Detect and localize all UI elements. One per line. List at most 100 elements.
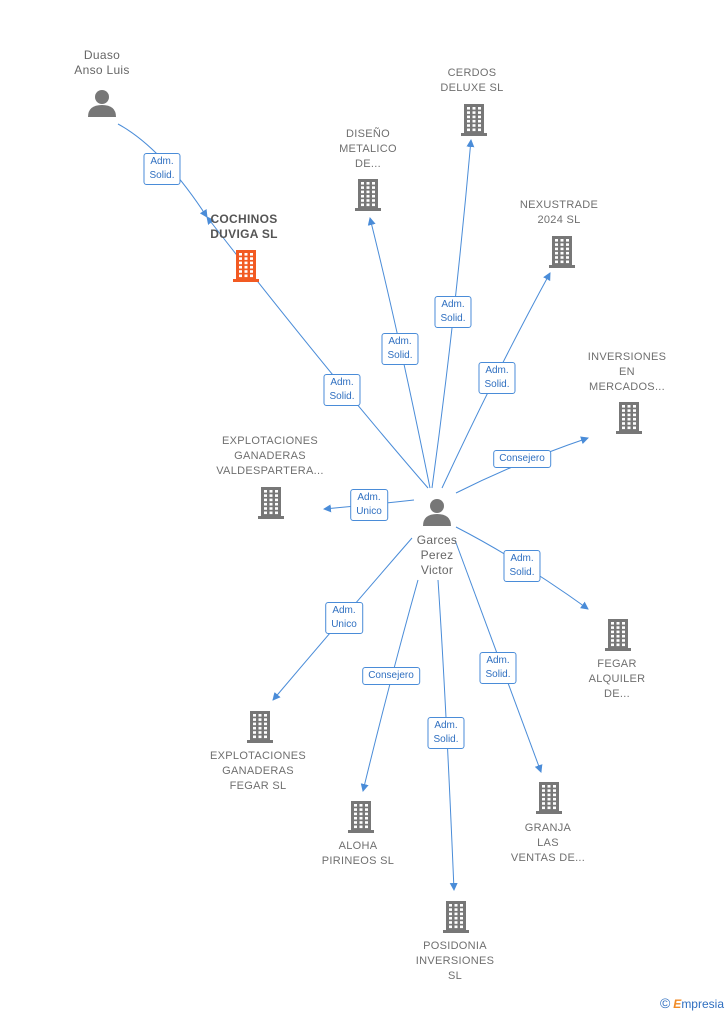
node-label-line: INVERSIONES <box>415 955 495 967</box>
edge-label-cerdos: Adm. Solid. <box>434 296 472 328</box>
node-label-cerdos[interactable]: CERDOS DELUXE SL <box>397 66 547 96</box>
edge-label-explvalde: Adm. Unico <box>350 489 388 521</box>
building-icon <box>536 782 562 814</box>
edge-label-granja: Adm. Solid. <box>479 652 517 684</box>
node-label-line: METALICO <box>339 143 397 155</box>
node-label-line: VALDESPARTERA... <box>216 465 324 477</box>
node-label-line: DUVIGA SL <box>210 227 278 241</box>
icons-layer <box>88 90 642 933</box>
node-label-explfegar[interactable]: EXPLOTACIONES GANADERAS FEGAR SL <box>183 749 333 794</box>
edge-label-aloha: Consejero <box>362 667 420 685</box>
edge-label-nexustrade: Adm. Solid. <box>478 362 516 394</box>
person-icon <box>423 499 451 526</box>
edge-label-line: Solid. <box>484 379 510 390</box>
copyright-icon: © <box>659 995 671 1011</box>
brand-name: mpresia <box>681 997 724 1011</box>
node-label-aloha[interactable]: ALOHA PIRINEOS SL <box>283 839 433 869</box>
edge-label-line: Adm. <box>434 720 458 731</box>
edge-label-line: Solid. <box>440 313 466 324</box>
edge-garces-aloha <box>360 579 419 792</box>
node-label-line: Anso Luis <box>74 63 130 77</box>
building-icon <box>355 179 381 211</box>
building-icon <box>549 236 575 268</box>
node-label-line: LAS <box>537 837 559 849</box>
building-icon <box>258 487 284 519</box>
node-label-line: VENTAS DE... <box>510 852 586 864</box>
node-label-posidonia[interactable]: POSIDONIA INVERSIONES SL <box>380 939 530 984</box>
node-label-line: DELUXE SL <box>440 82 504 94</box>
edge-label-line: Solid. <box>509 567 535 578</box>
node-label-granja[interactable]: GRANJA LAS VENTAS DE... <box>473 821 623 866</box>
edge-label-line: Consejero <box>368 670 414 681</box>
building-icon <box>247 711 273 743</box>
edge-label-inversiones: Consejero <box>493 450 551 468</box>
node-label-line: COCHINOS <box>210 212 278 226</box>
node-label-fegaralq[interactable]: FEGAR ALQUILER DE... <box>542 657 692 702</box>
edge-label-line: Solid. <box>433 734 459 745</box>
edge-label-line: Solid. <box>329 391 355 402</box>
node-label-line: Duaso <box>83 48 121 62</box>
node-label-line: ALOHA <box>338 840 378 852</box>
edge-label-line: Adm. <box>150 156 174 167</box>
node-label-line: POSIDONIA <box>423 940 487 952</box>
edge-label-line: Adm. <box>330 377 354 388</box>
edge-label-line: Solid. <box>485 669 511 680</box>
node-label-line: 2024 SL <box>537 214 581 226</box>
edge-label-posidonia: Adm. Solid. <box>427 717 465 749</box>
node-label-line: PIRINEOS SL <box>321 855 395 867</box>
node-label-line: GRANJA <box>524 822 572 834</box>
node-label-line: FEGAR <box>597 658 637 670</box>
person-icon <box>88 90 116 117</box>
node-label-diseno[interactable]: DISEÑO METALICO DE... <box>293 127 443 172</box>
building-icon <box>461 104 487 136</box>
node-label-line: DISEÑO <box>346 128 390 140</box>
edge-label-line: Solid. <box>387 350 413 361</box>
node-label-line: FEGAR SL <box>229 780 287 792</box>
node-label-inversiones[interactable]: INVERSIONES EN MERCADOS... <box>552 350 702 395</box>
brand-initial: E <box>673 997 682 1011</box>
building-icon <box>605 619 631 651</box>
edge-label-line: Adm. <box>332 605 356 616</box>
edge-label-line: Solid. <box>149 170 175 181</box>
node-label-line: EXPLOTACIONES <box>210 750 306 762</box>
node-label-line: GANADERAS <box>234 450 306 462</box>
node-label-line: NEXUSTRADE <box>519 199 599 211</box>
edge-label-line: Adm. <box>510 553 534 564</box>
building-icon <box>443 901 469 933</box>
node-label-line: EXPLOTACIONES <box>222 435 318 447</box>
brand-logo: ©Empresia <box>660 995 724 1011</box>
node-label-line: Victor <box>420 563 454 577</box>
edge-label-diseno: Adm. Solid. <box>381 333 419 365</box>
node-label-line: ALQUILER <box>588 673 646 685</box>
edge-label-line: Adm. <box>388 336 412 347</box>
edge-label-line: Adm. <box>485 365 509 376</box>
node-label-line: DE... <box>604 688 630 700</box>
edge-label-line: Adm. <box>357 492 381 503</box>
node-label-line: Garces <box>416 533 458 547</box>
building-icon <box>348 801 374 833</box>
node-label-line: MERCADOS... <box>588 381 666 393</box>
node-label-line: CERDOS <box>447 67 497 79</box>
node-label-nexustrade[interactable]: NEXUSTRADE 2024 SL <box>484 198 634 228</box>
edge-label-line: Unico <box>356 506 382 517</box>
node-label-explvalde[interactable]: EXPLOTACIONES GANADERAS VALDESPARTERA... <box>195 434 345 479</box>
node-label-line: Perez <box>420 548 454 562</box>
edge-label-fegaralq: Adm. Solid. <box>503 550 541 582</box>
edge-label-cochinos: Adm. Solid. <box>323 374 361 406</box>
edge-label-line: Consejero <box>499 453 545 464</box>
node-label-line: INVERSIONES <box>587 351 667 363</box>
node-label-line: EN <box>619 366 635 378</box>
edge-label-line: Adm. <box>441 299 465 310</box>
node-label-line: SL <box>447 970 463 982</box>
node-label-line: GANADERAS <box>222 765 294 777</box>
edge-label-line: Adm. <box>486 655 510 666</box>
building-icon <box>233 250 259 282</box>
node-label-line: DE... <box>355 158 381 170</box>
edge-label-explfegar: Adm. Unico <box>325 602 363 634</box>
edge-label-line: Unico <box>331 619 357 630</box>
building-icon <box>616 402 642 434</box>
